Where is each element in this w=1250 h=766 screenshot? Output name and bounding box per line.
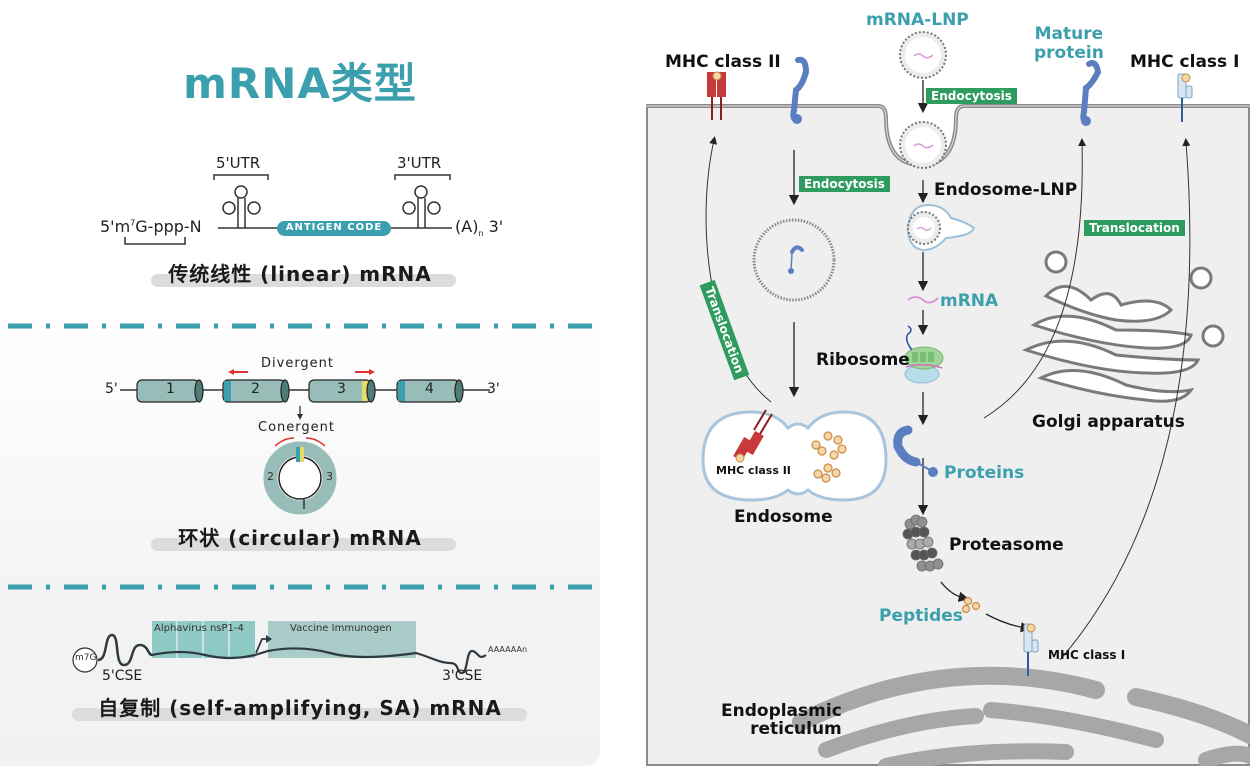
utr5-bracket: [213, 174, 269, 180]
sa-polya-label: AAAAAAn: [488, 645, 528, 654]
ring-label-2: 2: [267, 470, 274, 483]
endosome-lnp-label: Endosome-LNP: [934, 180, 1078, 200]
exon-cylinder: [136, 379, 204, 403]
translocation-path-mhc1: [1059, 138, 1191, 661]
mhc1-surface-label: MHC class I: [1130, 52, 1240, 72]
replicase-label: Alphavirus nsP1-4: [154, 623, 244, 634]
endosome-lnp-icon: [906, 203, 976, 252]
cse5-label: 5'CSE: [102, 668, 143, 684]
immunogen-label: Vaccine Immunogen: [290, 623, 392, 634]
cse3-label: 3'CSE: [442, 668, 483, 684]
exon-label-4: 4: [425, 381, 434, 397]
cell-diagram: [646, 31, 1250, 766]
peptides-icon: [961, 596, 981, 614]
translated-protein-icon: [893, 425, 921, 467]
mrna-lnp-icon: [899, 31, 947, 79]
caption-underline: [151, 274, 456, 287]
panel-title: mRNA类型: [183, 59, 417, 108]
proteasome-label: Proteasome: [949, 535, 1064, 555]
mrna-lnp-label: mRNA-LNP: [866, 10, 969, 30]
exon-label-1: 1: [166, 381, 175, 397]
exon-label-2: 2: [251, 381, 260, 397]
dash-dot-divider: [8, 323, 598, 329]
endocytosed-lnp-icon: [899, 121, 947, 169]
mrna-label: mRNA: [940, 291, 999, 311]
endocytosis-badge-left: Endocytosis: [799, 176, 890, 192]
divergent-label: Divergent: [261, 356, 335, 371]
endocytosis-badge-top: Endocytosis: [926, 88, 1017, 104]
conergent-label: Conergent: [258, 420, 335, 435]
proteasome-icon: [902, 514, 944, 572]
cse5-loop: [97, 633, 153, 667]
ribosome-label: Ribosome: [816, 350, 910, 370]
cap-bracket: [124, 237, 186, 245]
circular-5prime: 5': [105, 381, 118, 397]
translocation-badge-right: Translocation: [1084, 220, 1185, 236]
circular-mrna-diagram: [120, 369, 490, 515]
exon-cylinder: [308, 379, 376, 403]
m7g-cap-label: m7G: [75, 653, 97, 663]
ring-label-3: 3: [326, 470, 333, 483]
sa-caption: 自复制 (self-amplifying, SA) mRNA: [98, 696, 502, 720]
pathway-arrows: [788, 80, 1032, 633]
caption-underline: [72, 708, 527, 721]
cap-circle-icon: [72, 647, 98, 673]
mhc1-er-icon: [1023, 623, 1039, 676]
golgi-label: Golgi apparatus: [1032, 412, 1185, 432]
utr3-label: 3'UTR: [397, 154, 442, 172]
exon-cylinder: [396, 379, 464, 403]
exon-cylinder: [222, 379, 290, 403]
exon-label-3: 3: [337, 381, 346, 397]
mhc1-er-label: MHC class I: [1048, 648, 1126, 662]
utr5-label: 5'UTR: [216, 154, 261, 172]
mhc2-surface-icon: [707, 71, 726, 120]
endosome-label: Endosome: [734, 507, 833, 527]
utr3-stem-loop-icon: [402, 185, 441, 228]
mhc2-inner-icon: [733, 409, 773, 463]
cap-label: 5'm7G-ppp-N: [100, 217, 202, 236]
sa-mrna-diagram: [72, 621, 487, 675]
utr5-stem-loop-icon: [222, 185, 261, 228]
digestion-vesicle-icon: [752, 218, 836, 302]
mhc2-endosome-label: MHC class II: [716, 464, 791, 477]
mrna-types-panel: mRNA类型 5'UTR 3'UTR 5'm7G-ppp-N ANTIGEN C: [0, 0, 600, 766]
antigen-code-bar: [277, 221, 391, 236]
circular-caption: 环状 (circular) mRNA: [178, 526, 422, 550]
mhc1-surface-icon: [1177, 73, 1193, 122]
immunogen-block: [268, 621, 416, 658]
mhc2-surface-label: MHC class II: [665, 52, 781, 72]
antigen-code-label: ANTIGEN CODE: [285, 222, 383, 233]
translocation-path-protein: [983, 138, 1087, 419]
polya-label: (A)n 3': [455, 217, 504, 239]
utr3-bracket: [394, 174, 451, 180]
ribosome-icon: [904, 325, 944, 384]
peptides-label: Peptides: [879, 606, 963, 626]
caption-underline: [151, 538, 456, 551]
linear-caption: 传统线性 (linear) mRNA: [168, 262, 432, 286]
endoplasmic-reticulum: [792, 666, 1250, 766]
endosome-icon: [701, 409, 888, 502]
proteins-label: Proteins: [944, 463, 1025, 483]
mrna-strand-icon: [907, 296, 939, 304]
linear-mrna-diagram: [124, 174, 452, 245]
circular-3prime: 3': [487, 381, 500, 397]
golgi-apparatus-icon: [1022, 250, 1225, 403]
dash-dot-divider: [8, 584, 598, 590]
